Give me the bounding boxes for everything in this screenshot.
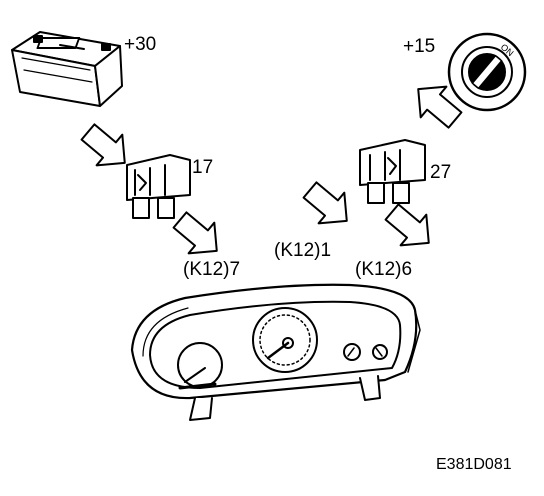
pin-k12-7-label: (K12)7: [183, 259, 241, 280]
battery-terminal-label: +30: [124, 34, 157, 55]
pin-k12-1-label: (K12)1: [274, 240, 332, 261]
fuse-27-label: 27: [430, 162, 452, 183]
ignition-switch-icon: ON: [447, 32, 527, 112]
figure-code-label: E381D081: [436, 456, 512, 473]
fuse-left-icon: [126, 154, 191, 219]
arrow-k12-1-to-fuse27: [302, 181, 348, 225]
battery-icon: [11, 31, 123, 107]
arrow-switch-to-fuse27: [417, 85, 463, 129]
fuse-right-icon: [359, 139, 426, 204]
instrument-cluster-icon: [130, 283, 421, 421]
arrow-fuse17-to-k12-7: [172, 211, 218, 255]
fuse-17-label: 17: [192, 157, 214, 178]
arrow-battery-to-fuse17: [80, 123, 126, 167]
pin-k12-6-label: (K12)6: [355, 259, 413, 280]
ignition-terminal-label: +15: [403, 36, 436, 57]
arrow-fuse27-to-k12-6: [384, 203, 430, 247]
